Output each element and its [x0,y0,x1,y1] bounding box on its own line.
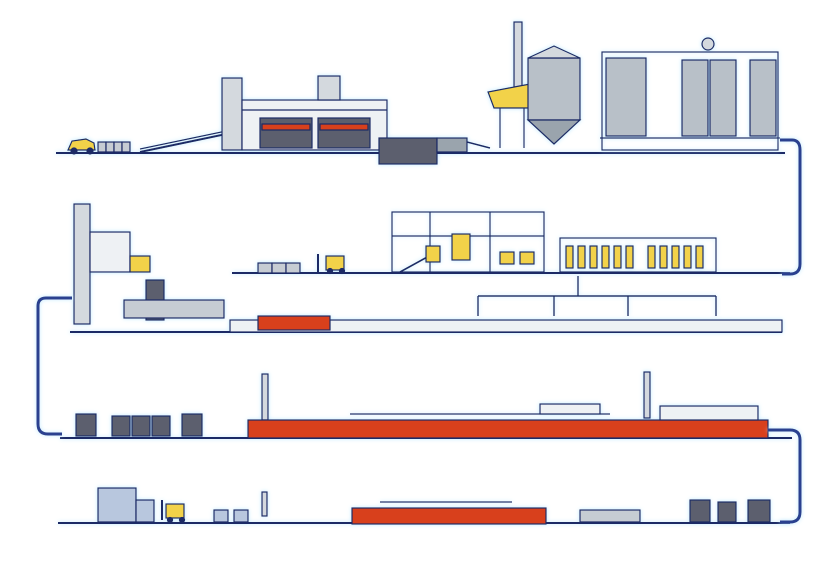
yellow-machine-units [426,234,534,264]
cooling-kiln [352,502,546,524]
storage-silo-battery [600,38,780,150]
block-pallet-stack [258,263,300,273]
exhaust-stack-row4 [262,492,267,516]
packing-units [580,500,770,522]
forklift [318,254,345,274]
stage-forming-and-transfer [70,204,790,332]
conical-silo [528,46,580,144]
tall-bucket-elevator [74,204,224,324]
forklift-row4 [162,500,185,523]
stage-material-storage [488,22,780,150]
distribution-manifold [478,276,716,316]
drying-chamber [560,238,716,272]
bucket-elevator [488,22,530,148]
stage-finishing-and-packing [58,488,790,524]
roller-transfer-line [258,316,330,330]
crushing-mixing-plant [222,76,387,150]
feed-hopper-pit [379,138,490,164]
stage-raw-material-handling [56,76,785,164]
tunnel-kiln [248,404,768,438]
raw-material-bins [98,142,130,152]
stage-kiln-firing [60,372,792,438]
loader-truck [68,139,95,154]
kiln-car-sets [76,414,202,436]
